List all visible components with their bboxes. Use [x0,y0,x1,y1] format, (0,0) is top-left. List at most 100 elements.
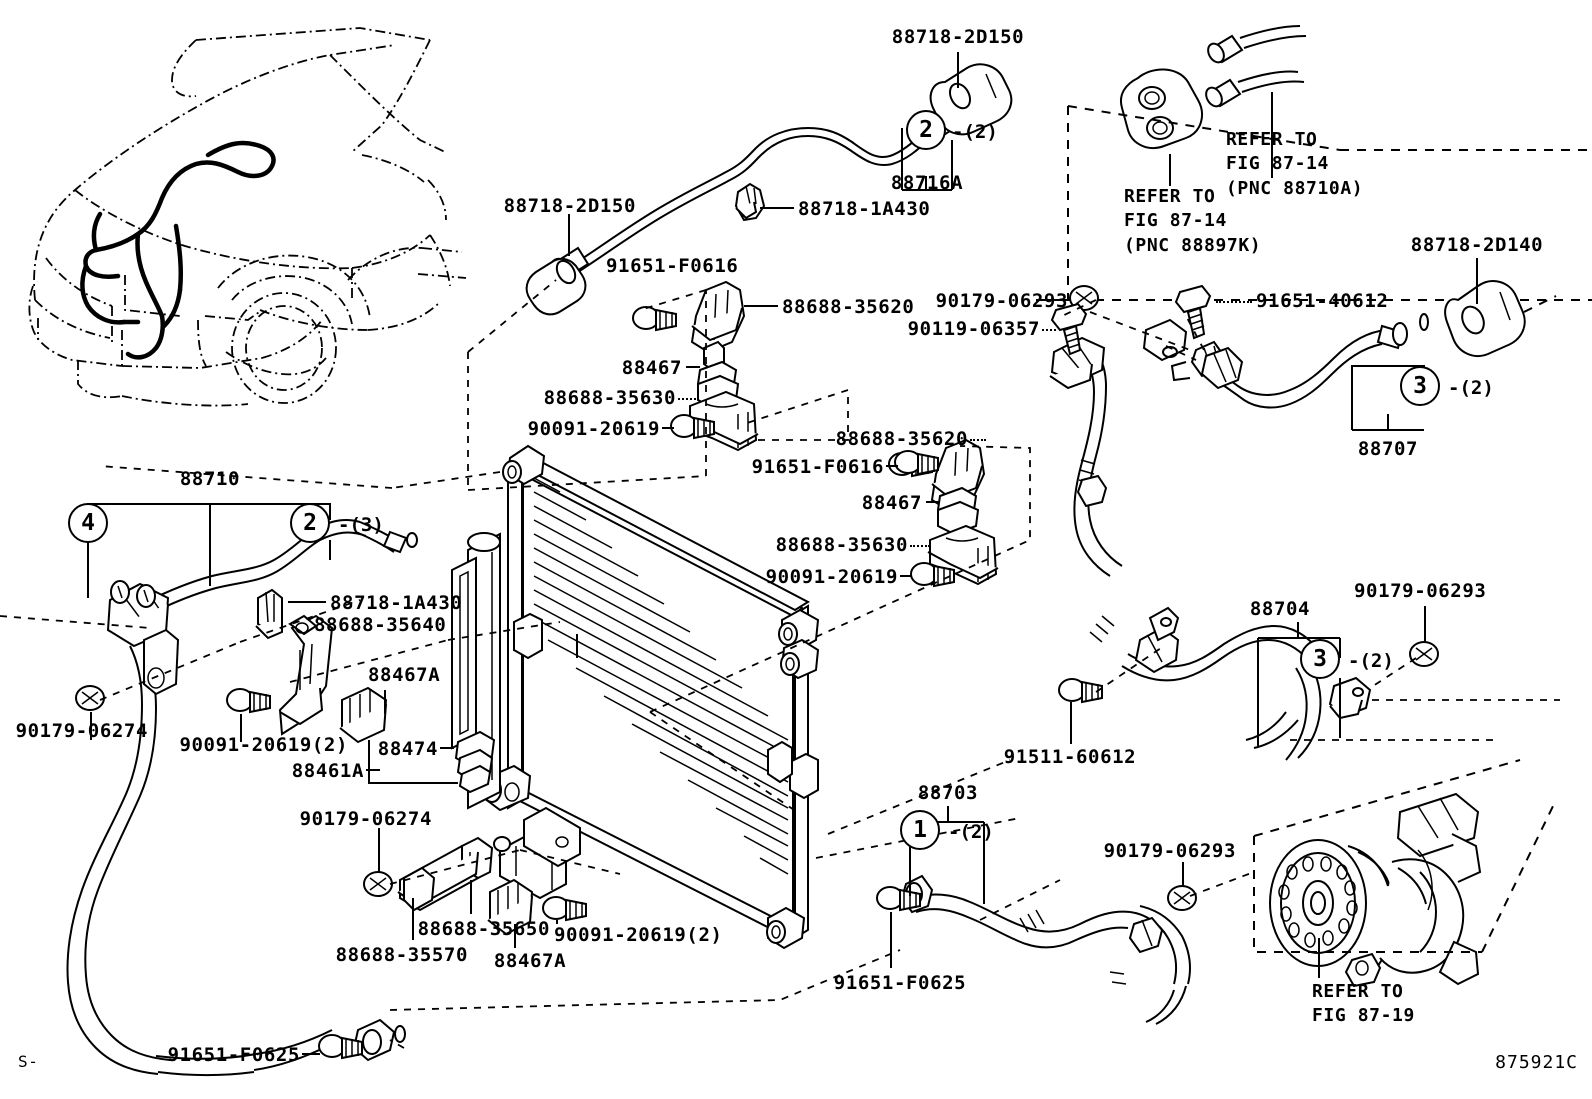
clamp-88718-1A430-left [256,590,282,638]
callout-1-bottom-qty: -(2) [948,821,994,843]
leader-line [890,912,892,968]
label-88718-1A430-top: 88718-1A430 [798,198,931,220]
label-88688-35630-upper: 88688-35630 [543,387,676,409]
leader-line [1424,606,1426,642]
label-90119-06357: 90119-06357 [907,318,1040,340]
cushion-88467-upper [698,362,738,408]
leader-line [760,207,794,209]
screw-lower-2 [911,563,954,586]
condenser-mount-r [779,610,818,678]
pipe-88703 [902,876,1190,1024]
sheet-corner-mark: S- [18,1052,39,1071]
label-refer-87-14-88897K: REFER TO FIG 87-14 (PNC 88897K) [1124,186,1262,256]
callout-2-top[interactable]: 2 [906,110,946,150]
condenser-mount-br [767,908,804,948]
leader-line [440,747,454,749]
clamp-88718-1A430 [736,184,764,220]
label-88467-upper: 88467 [621,357,682,379]
label-88716A: 88716A [890,172,964,194]
pipe-88710-endblock [108,581,168,646]
leader-line [302,1053,320,1055]
coupler-2d140 [1445,281,1556,356]
leader-line [1476,258,1478,304]
condenser-outlet [483,766,530,810]
leader-line [678,398,696,400]
leader-line [412,898,414,940]
label-88467A-bottom: 88467A [493,950,567,972]
coupler-left [527,258,586,315]
label-88707: 88707 [1357,438,1419,460]
leader-line [970,439,986,441]
label-88688-35650: 88688-35650 [417,918,550,940]
leader-line [90,712,92,740]
label-88703: 88703 [917,782,979,804]
leader-line [1036,299,1070,301]
pipe-88710-end-bottom [354,1020,405,1060]
leader-line [1318,938,1320,978]
leader-line [1070,702,1072,744]
vehicle-illustration [29,28,466,406]
sheet-id: 875921C [1495,1052,1578,1073]
leader-line [1182,862,1184,886]
leader-line [910,545,930,547]
label-90091-20619-upper: 90091-20619 [527,418,660,440]
screw-upper [633,307,676,330]
hose-88707 [1172,314,1428,407]
leader-line [378,828,380,872]
callout-3-right-qty: -(2) [1448,377,1494,399]
leader-line [576,634,578,658]
leader-line [900,575,912,577]
callout-2-top-qty: -(2) [952,121,998,143]
leader-line [366,769,380,771]
fitting-88703-right [1130,918,1162,952]
label-88710: 88710 [179,468,241,490]
callout-3-mid-qty: -(2) [1348,650,1394,672]
leader-line [240,714,242,742]
label-91511-60612: 91511-60612 [1003,746,1137,768]
bracket-88704 [1136,608,1178,672]
leader-line [1216,301,1252,303]
joint-88704-right [1330,678,1370,718]
pipe-system-center [1050,320,1370,760]
bracket-35630-upper [688,392,758,450]
leader-line [926,501,940,503]
label-88688-35620-upper: 88688-35620 [782,296,915,318]
leader-line [288,601,326,603]
label-88704: 88704 [1249,598,1311,620]
label-refer-87-14-88710A: REFER TO FIG 87-14 (PNC 88710A) [1226,129,1364,199]
leader-line [556,920,558,924]
label-91651-F0616-lower: 91651-F0616 [751,456,884,478]
compressor [1254,760,1556,986]
label-91651-F0625-bottom: 91651-F0625 [167,1044,300,1066]
leader-line [470,880,472,914]
leader-line [886,465,898,467]
cushion-88467-lower [938,488,978,534]
screw-upper-2 [671,415,714,438]
label-90179-06293-bottom: 90179-06293 [1103,840,1236,862]
fitting-88703-left [902,876,932,912]
callout-4-left[interactable]: 4 [68,503,108,543]
joint-center [1144,320,1186,360]
leader-line [1042,329,1056,331]
cushion-88474 [456,732,494,792]
callout-3-right[interactable]: 3 [1400,366,1440,406]
label-91651-40612: 91651-40612 [1256,290,1389,312]
label-88718-1A430-left: 88718-1A430 [330,592,463,614]
receiver-drier [452,533,500,808]
callout-2-left[interactable]: 2 [290,503,330,543]
label-88718-2D140: 88718-2D140 [1410,234,1544,256]
condenser-mount-tl [503,446,544,484]
label-91651-F0625-mid: 91651-F0625 [833,972,967,994]
label-88718-2D150-left: 88718-2D150 [503,195,636,217]
callout-1-bottom[interactable]: 1 [900,810,940,850]
leader-line [686,366,700,368]
leader-line [957,52,959,88]
leader-line [744,305,778,307]
label-90179-06274-upper: 90179-06274 [15,720,148,742]
label-90179-06274-lower: 90179-06274 [299,808,432,830]
label-88688-35640: 88688-35640 [314,614,447,636]
leader-line [568,214,570,256]
label-90179-06293-top: 90179-06293 [935,290,1068,312]
callout-3-mid[interactable]: 3 [1300,639,1340,679]
